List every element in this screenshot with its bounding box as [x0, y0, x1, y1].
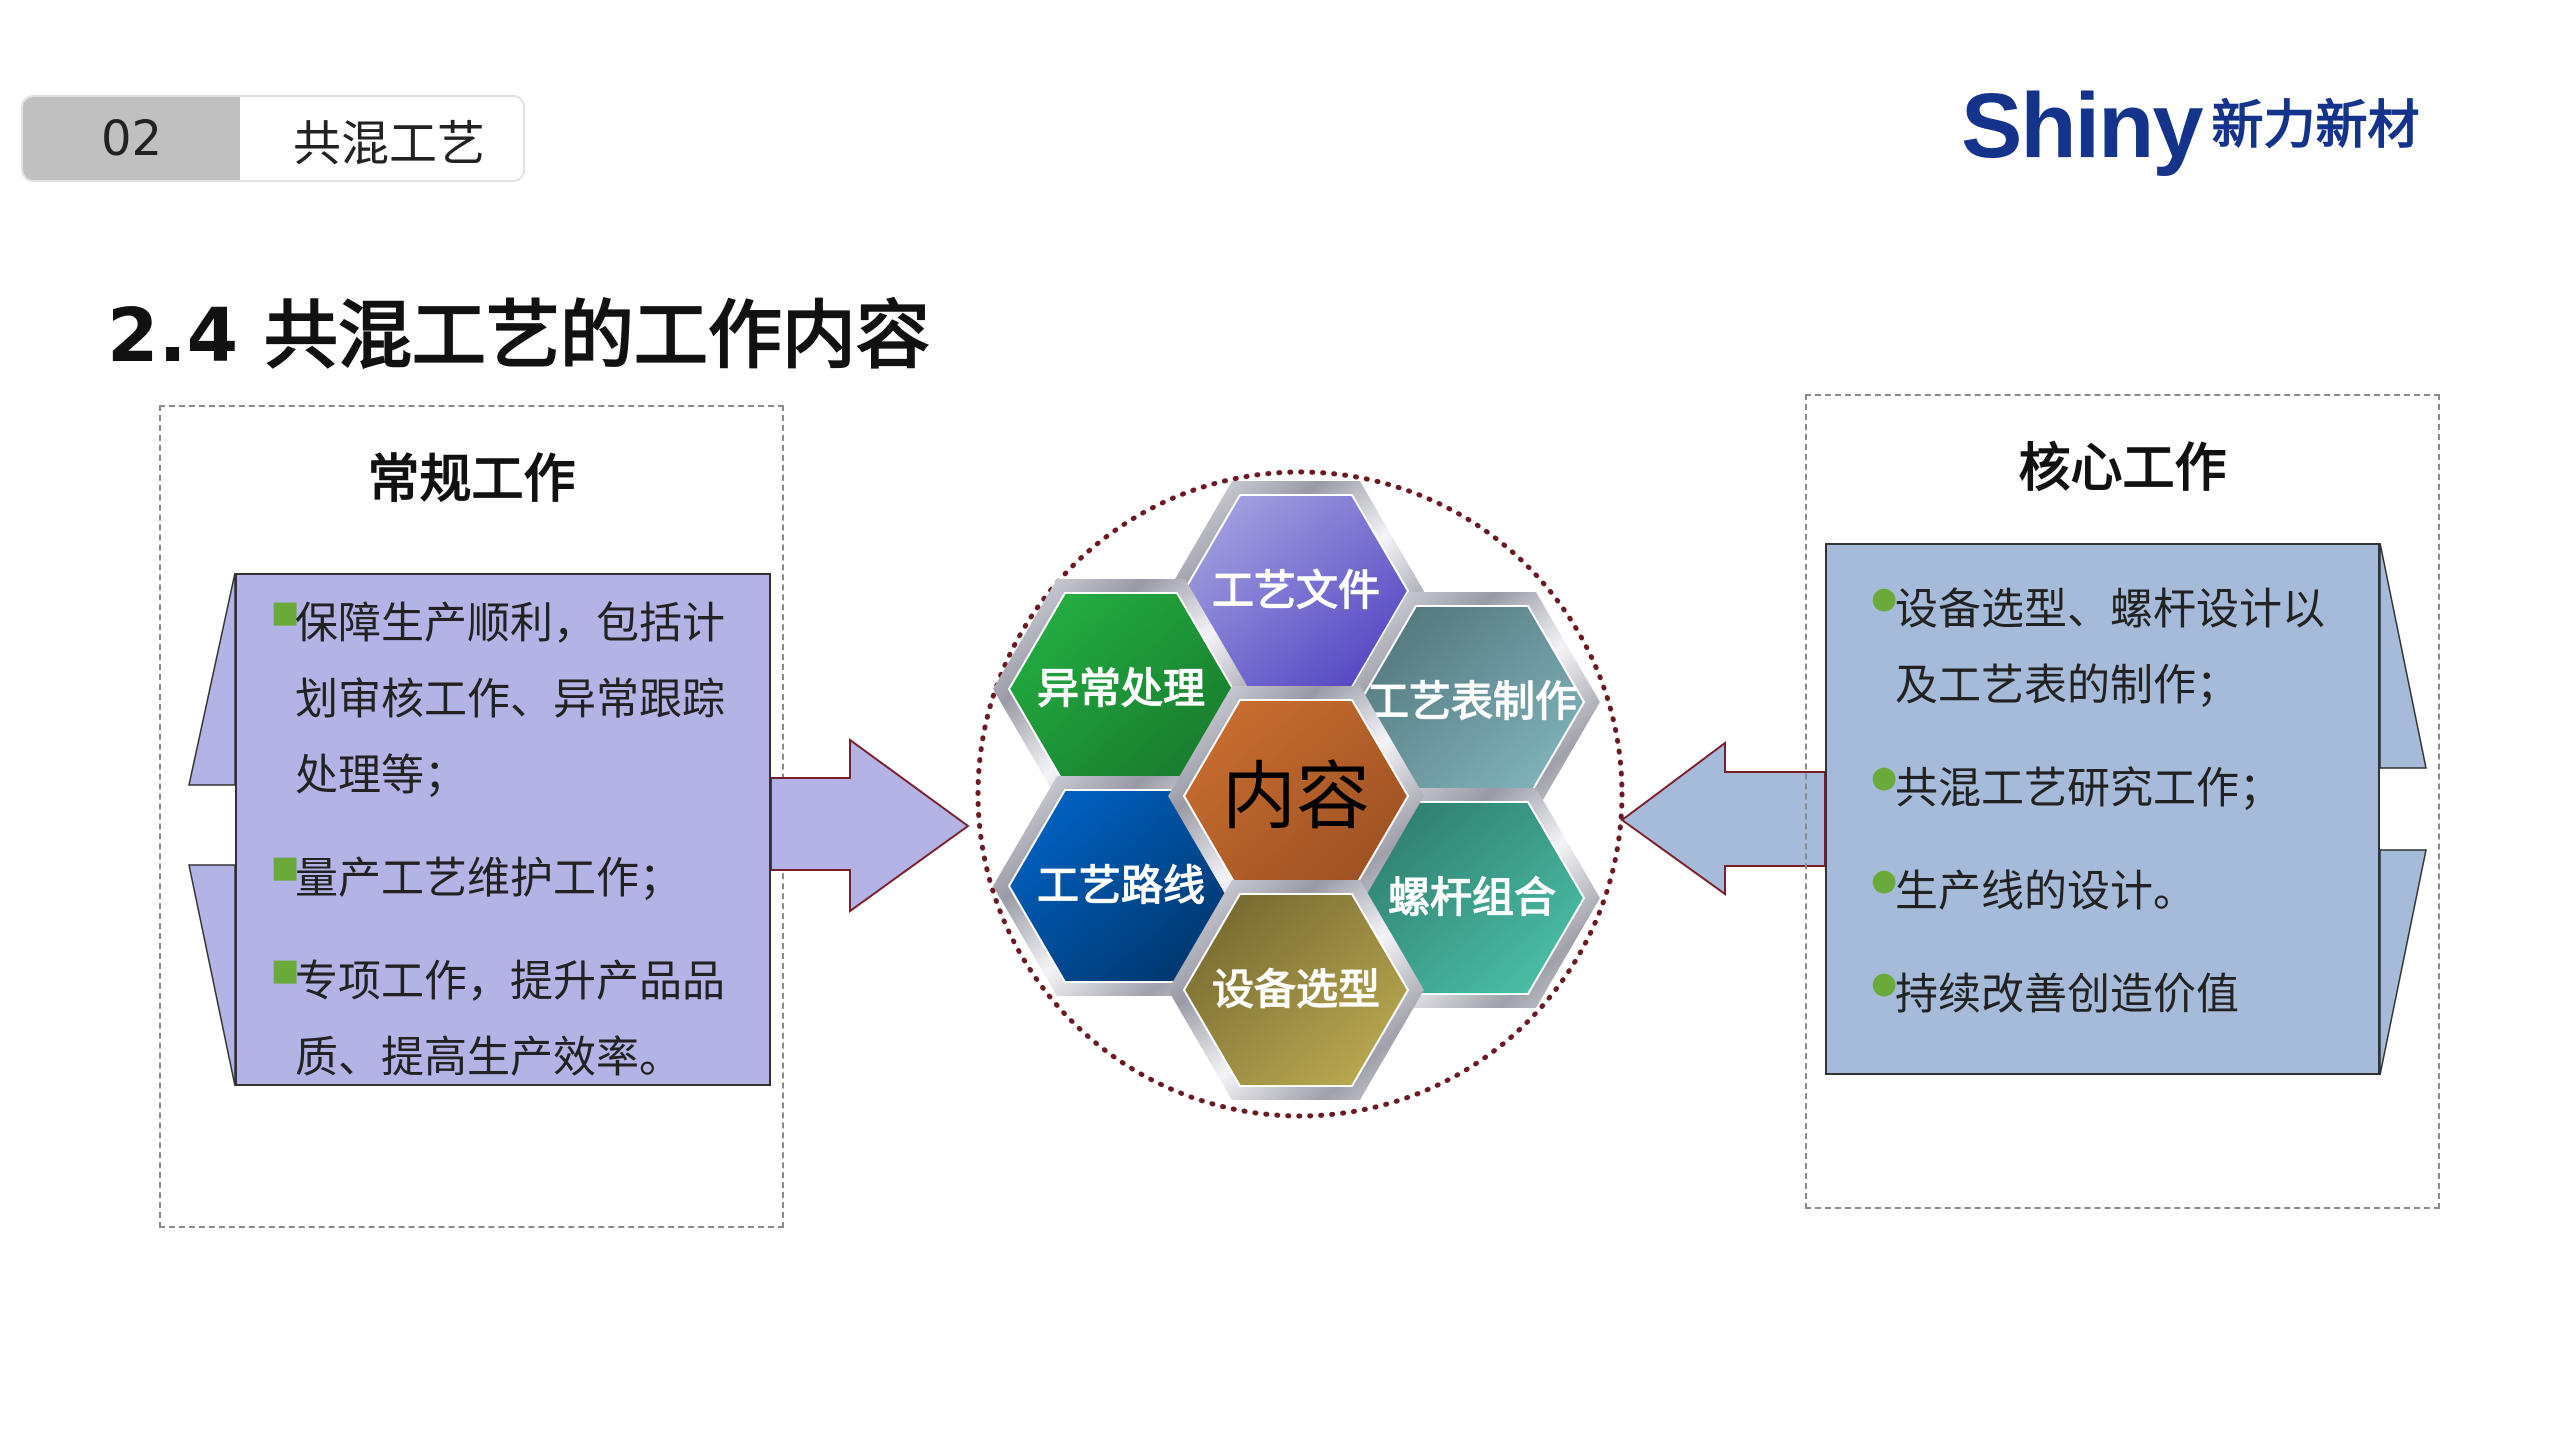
bullet-text-line: 划审核工作、异常跟踪: [295, 675, 725, 725]
square-bullet-icon: ■: [271, 595, 300, 630]
right-side-tab-top: [2379, 542, 2427, 769]
bullet-text-line: 设备选型、螺杆设计以: [1895, 585, 2325, 635]
hex-label: 螺杆组合: [1388, 873, 1556, 922]
hex-item: 螺杆组合: [1344, 788, 1600, 1008]
bullet-text-line: 及工艺表的制作；: [1895, 661, 2239, 711]
hex-center: 内容: [1168, 686, 1424, 906]
hex-label: 工艺路线: [1037, 861, 1205, 910]
right-side-tab-bottom: [2379, 849, 2427, 1076]
bullet-text-line: 保障生产顺利，包括计: [295, 599, 725, 649]
hex-label: 异常处理: [1037, 664, 1205, 713]
bullet-text-line: 共混工艺研究工作；: [1895, 764, 2282, 814]
hex-label: 内容: [1222, 754, 1370, 840]
bullet-text-line: 生产线的设计。: [1895, 867, 2196, 917]
hex-fill: [1182, 893, 1410, 1087]
left-content-panel: ■保障生产顺利，包括计划审核工作、异常跟踪处理等；■量产工艺维护工作；■专项工作…: [235, 573, 771, 1086]
hex-item: 工艺文件: [1168, 481, 1424, 701]
bullet-text-line: 处理等；: [295, 751, 467, 801]
section-tab[interactable]: 02 共混工艺: [21, 95, 525, 182]
right-box-heading: 核心工作: [2018, 439, 2227, 499]
hex-label: 工艺表制作: [1367, 677, 1577, 726]
dot-bullet-icon: ●: [1871, 581, 1898, 616]
left-arrow-shape: [1620, 741, 1826, 896]
left-side-tab-bottom: [188, 864, 236, 1087]
page-title: 2.4 共混工艺的工作内容: [107, 293, 930, 379]
dot-bullet-icon: ●: [1871, 966, 1898, 1001]
right-arrow-shape: [770, 738, 970, 913]
right-content-panel: ●设备选型、螺杆设计以及工艺表的制作；●共混工艺研究工作；●生产线的设计。●持续…: [1825, 543, 2380, 1075]
bullet-text-line: 质、提高生产效率。: [295, 1033, 682, 1083]
hex-item: 异常处理: [993, 579, 1249, 799]
section-label: 共混工艺: [293, 115, 486, 172]
section-number: 02: [23, 97, 240, 180]
left-side-tab-top: [188, 572, 236, 786]
hex-label: 设备选型: [1212, 965, 1380, 1014]
dotted-circle: [975, 469, 1625, 1119]
bullet-text-line: 专项工作，提升产品品: [295, 957, 725, 1007]
logo: Shiny 新力新材: [1961, 62, 2420, 172]
bullet-text-line: 持续改善创造价值: [1895, 970, 2239, 1020]
right-dashed-container: 核心工作: [1805, 394, 2440, 1209]
hex-item: 工艺表制作: [1344, 592, 1600, 812]
square-bullet-icon: ■: [271, 953, 300, 988]
bullet-text-line: 量产工艺维护工作；: [295, 854, 682, 904]
square-bullet-icon: ■: [271, 850, 300, 885]
hex-label: 工艺文件: [1212, 566, 1380, 615]
logo-brand-en: Shiny: [1961, 75, 2203, 177]
hex-item: 工艺路线: [993, 776, 1249, 996]
hex-item: 设备选型: [1168, 880, 1424, 1100]
dot-bullet-icon: ●: [1871, 863, 1898, 898]
logo-brand-cn: 新力新材: [2211, 96, 2420, 156]
dot-bullet-icon: ●: [1871, 760, 1898, 795]
left-box-heading: 常规工作: [367, 450, 576, 510]
